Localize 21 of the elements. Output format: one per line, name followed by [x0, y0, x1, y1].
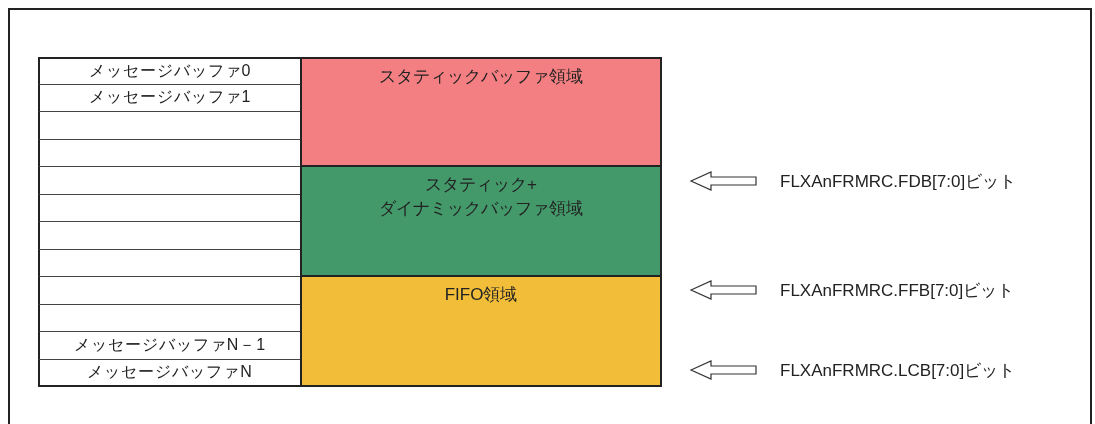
bit-label: FLXAnFRMRC.FDB[7:0]ビット	[780, 169, 1080, 193]
memory-region: スタティック+ ダイナミックバッファ領域	[300, 167, 662, 277]
buffer-row: メッセージバッファ1	[38, 84, 300, 112]
memory-region: スタティックバッファ領域	[300, 57, 662, 167]
bit-label: FLXAnFRMRC.FFB[7:0]ビット	[780, 278, 1080, 302]
bit-label: FLXAnFRMRC.LCB[7:0]ビット	[780, 358, 1080, 382]
memory-region: FIFO領域	[300, 277, 662, 387]
buffer-row	[38, 194, 300, 222]
buffer-row	[38, 222, 300, 250]
hollow-arrow	[689, 360, 757, 380]
hollow-arrow	[689, 171, 757, 191]
buffer-row	[38, 112, 300, 140]
buffer-row: メッセージバッファN	[38, 359, 300, 387]
buffer-row	[38, 277, 300, 305]
hollow-arrow	[689, 280, 757, 300]
buffer-row: メッセージバッファN－1	[38, 332, 300, 360]
buffer-row	[38, 139, 300, 167]
buffer-row	[38, 304, 300, 332]
buffer-row	[38, 167, 300, 195]
buffer-row: メッセージバッファ0	[38, 57, 300, 85]
buffer-row	[38, 249, 300, 277]
